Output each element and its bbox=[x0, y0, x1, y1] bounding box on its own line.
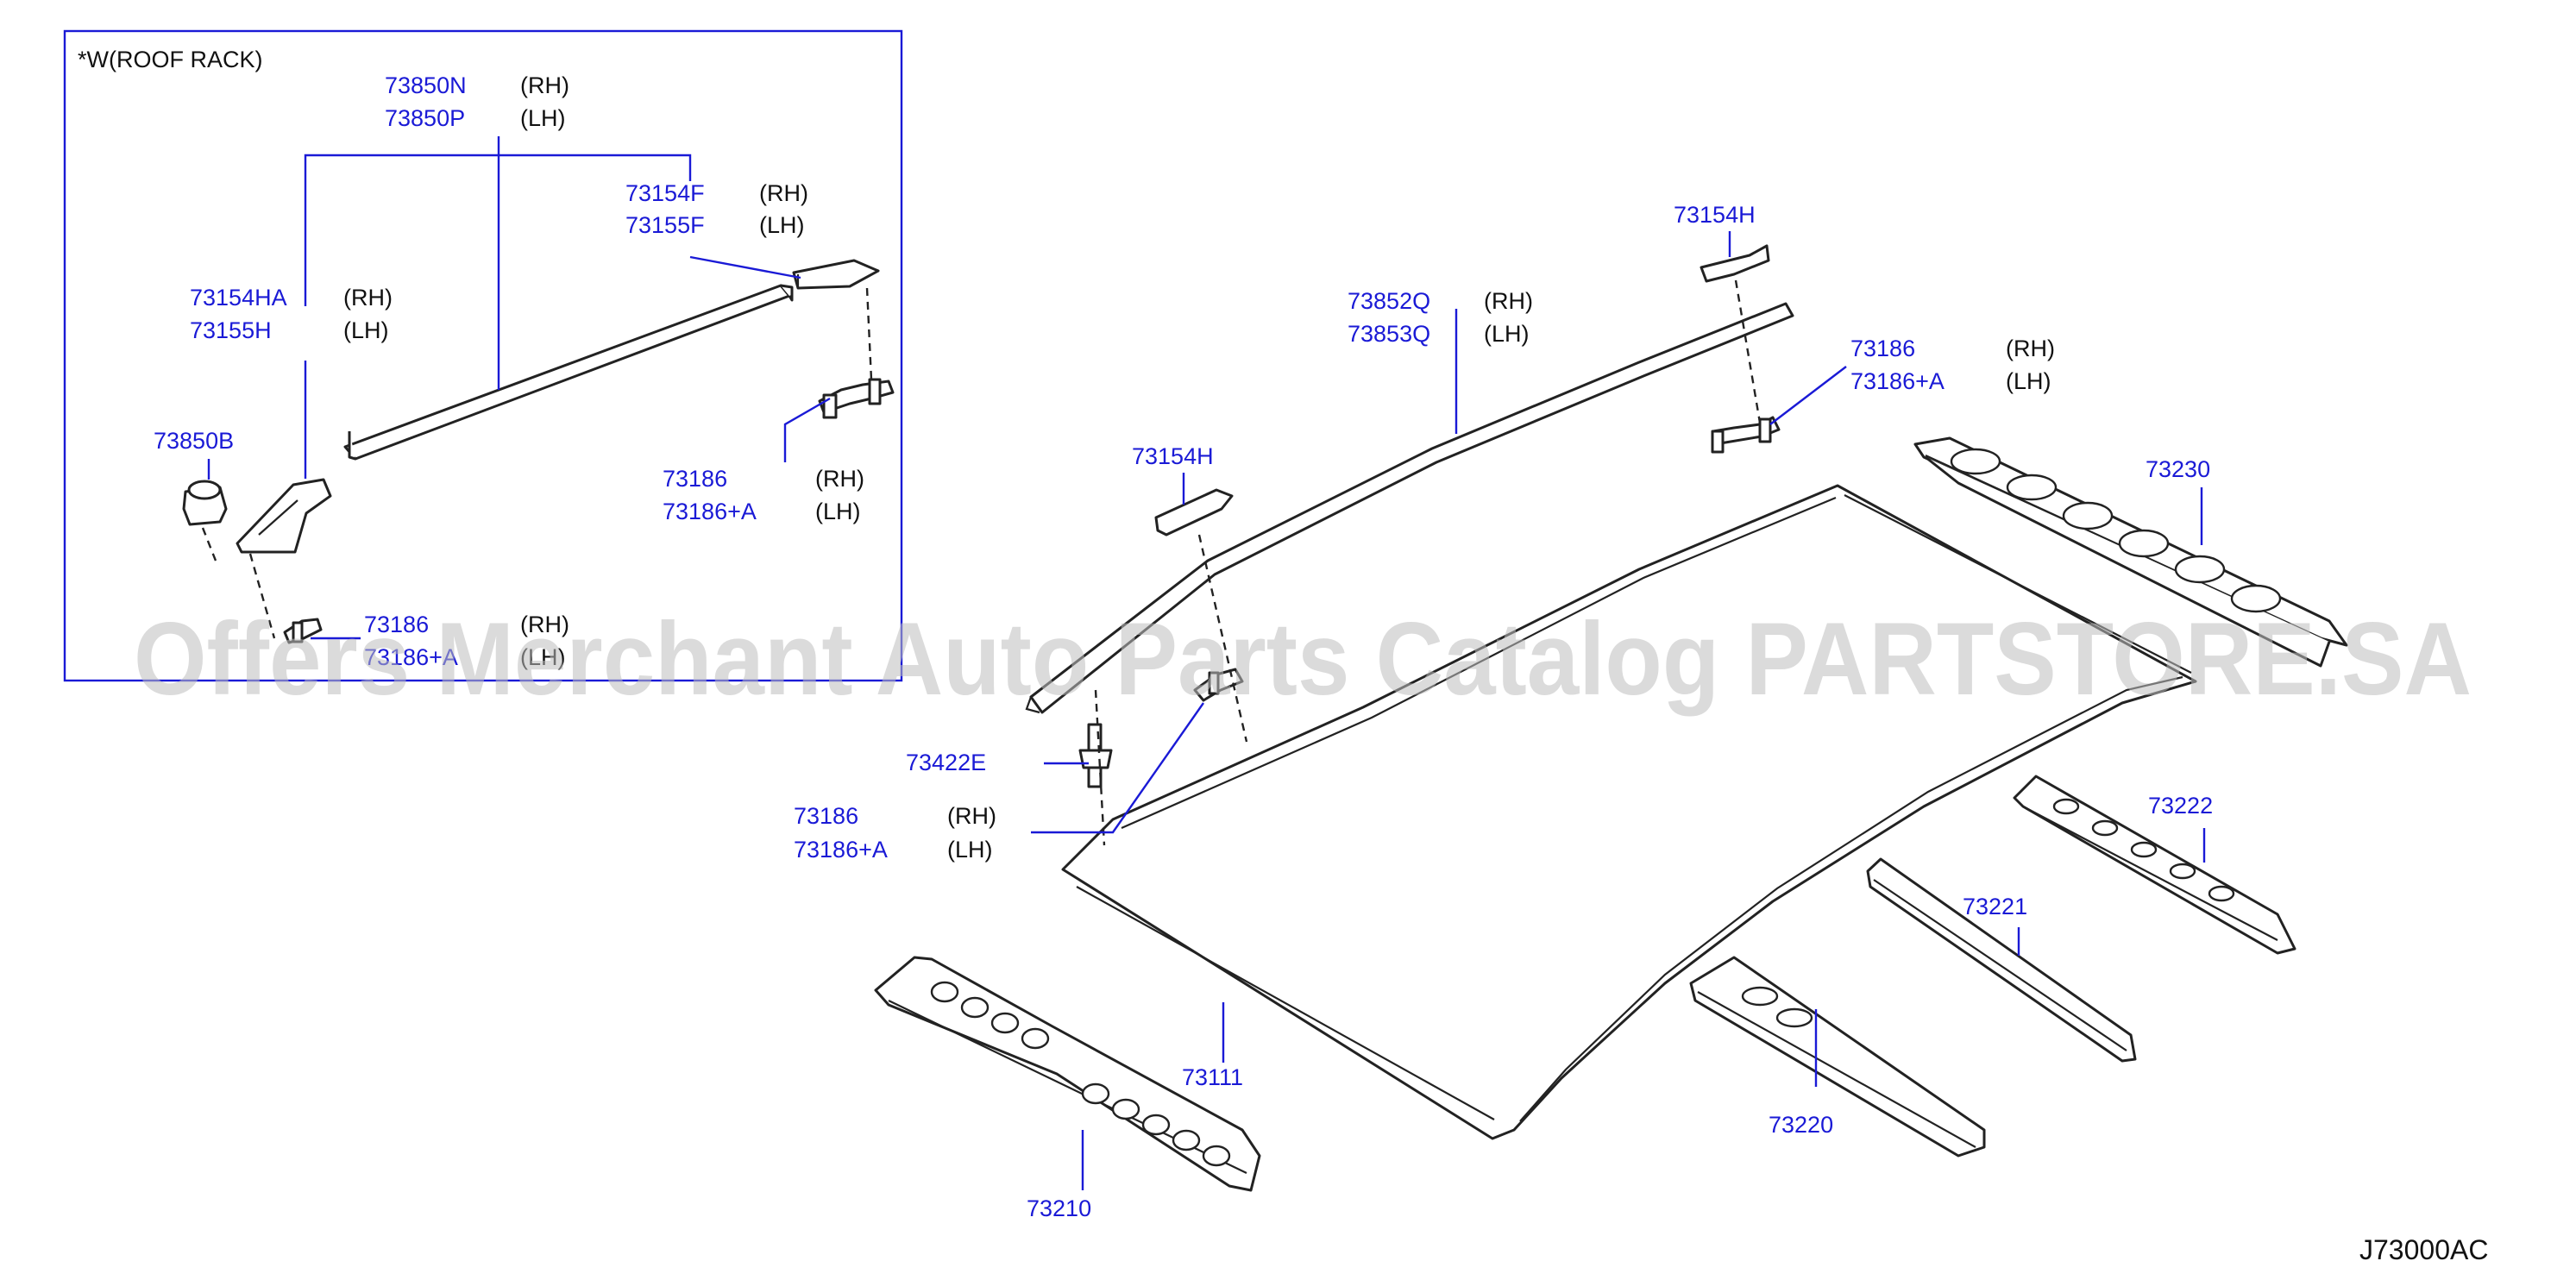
callout-inset-cover-f: 73154F (RH) 73155F (LH) bbox=[625, 180, 808, 238]
part-number[interactable]: 73850N bbox=[385, 72, 467, 98]
inset-end-cover-front bbox=[236, 478, 332, 554]
callout-clip-front: 73186 (RH) 73186+A (LH) bbox=[794, 803, 996, 863]
inset-dash-front bbox=[248, 553, 276, 639]
rear-bow-part bbox=[1913, 436, 2348, 668]
part-number[interactable]: 73853Q bbox=[1348, 321, 1430, 347]
part-number[interactable]: 73220 bbox=[1769, 1112, 1833, 1138]
part-number[interactable]: 73221 bbox=[1963, 894, 2027, 919]
callout-inset-clip-b: 73186 (RH) 73186+A (LH) bbox=[364, 612, 569, 670]
part-number[interactable]: 73111 bbox=[1182, 1064, 1243, 1090]
leader-clip-rear bbox=[1769, 366, 1847, 425]
part-number[interactable]: 73155F bbox=[625, 212, 705, 238]
callout-stud: 73422E bbox=[906, 750, 986, 775]
part-number[interactable]: 73154H bbox=[1674, 202, 1756, 228]
roof-panel-part bbox=[1061, 484, 2197, 1140]
callout-inset-rail: 73850N (RH) 73850P (LH) bbox=[385, 72, 569, 131]
part-number[interactable]: 73186 bbox=[1850, 336, 1915, 361]
callout-bow-1: 73220 bbox=[1769, 1112, 1833, 1138]
side-qualifier: (LH) bbox=[759, 212, 805, 238]
side-qualifier: (RH) bbox=[520, 612, 569, 637]
main-clip-front bbox=[1193, 668, 1244, 702]
part-number[interactable]: 73210 bbox=[1027, 1195, 1091, 1221]
part-number[interactable]: 73186+A bbox=[1850, 368, 1945, 394]
inset-title: *W(ROOF RACK) bbox=[78, 47, 262, 72]
part-number[interactable]: 73186+A bbox=[663, 499, 757, 524]
side-qualifier: (RH) bbox=[2006, 336, 2055, 361]
part-number[interactable]: 73155H bbox=[190, 317, 272, 343]
part-number[interactable]: 73154H bbox=[1132, 443, 1214, 469]
leader-inset-clip-a bbox=[783, 397, 831, 462]
part-number[interactable]: 73850B bbox=[154, 428, 234, 454]
roof-rail-part bbox=[343, 284, 794, 461]
leader-clip-front bbox=[1031, 702, 1204, 834]
part-number[interactable]: 73422E bbox=[906, 750, 986, 775]
side-qualifier: (LH) bbox=[947, 837, 993, 863]
front-rail-part bbox=[874, 956, 1261, 1192]
side-qualifier: (LH) bbox=[520, 105, 566, 131]
watermark-text: Offers Merchant Auto Parts Catalog PARTS… bbox=[134, 601, 2472, 717]
part-number[interactable]: 73154HA bbox=[190, 285, 287, 311]
leader-inset-cover-f bbox=[689, 255, 801, 279]
main-clip-rear bbox=[1711, 416, 1781, 454]
roof-bow-1-part bbox=[1689, 956, 1986, 1158]
side-qualifier: (RH) bbox=[520, 72, 569, 98]
callout-inset-clip-a: 73186 (RH) 73186+A (LH) bbox=[663, 466, 864, 524]
part-number[interactable]: 73186 bbox=[364, 612, 429, 637]
side-qualifier: (RH) bbox=[815, 466, 864, 492]
inset-clip-front bbox=[283, 618, 323, 644]
part-number[interactable]: 73186+A bbox=[794, 837, 888, 863]
callout-rear-bow: 73230 bbox=[2146, 456, 2210, 482]
inset-dash-nut bbox=[201, 527, 217, 562]
main-dash-stud bbox=[1094, 689, 1106, 846]
part-number[interactable]: 73186+A bbox=[364, 644, 458, 670]
callout-inset-cover-ha: 73154HA (RH) 73155H (LH) bbox=[190, 285, 393, 343]
part-number[interactable]: 73852Q bbox=[1348, 288, 1430, 314]
side-qualifier: (RH) bbox=[947, 803, 996, 829]
callout-bow-2: 73221 bbox=[1963, 894, 2027, 919]
callout-clip-rear: 73186 (RH) 73186+A (LH) bbox=[1850, 336, 2055, 394]
callout-cover-rear: 73154H bbox=[1674, 202, 1756, 228]
side-qualifier: (LH) bbox=[1484, 321, 1530, 347]
main-dash-rear bbox=[1734, 279, 1762, 424]
side-qualifier: (LH) bbox=[520, 644, 566, 670]
inset-clip-rear bbox=[818, 378, 895, 419]
leader-inset-bracket bbox=[304, 154, 692, 306]
part-number[interactable]: 73222 bbox=[2148, 793, 2213, 819]
callout-molding: 73852Q (RH) 73853Q (LH) bbox=[1348, 288, 1533, 347]
main-end-cover-front bbox=[1154, 488, 1234, 536]
stud-part bbox=[1078, 723, 1113, 788]
part-number[interactable]: 73186 bbox=[663, 466, 727, 492]
roof-bow-2-part bbox=[1866, 857, 2137, 1063]
callout-inset-nut: 73850B bbox=[154, 428, 234, 454]
side-qualifier: (RH) bbox=[343, 285, 393, 311]
callout-roof-panel: 73111 bbox=[1182, 1064, 1243, 1090]
inset-end-cover-rear bbox=[792, 259, 880, 290]
side-qualifier: (LH) bbox=[815, 499, 861, 524]
callout-cover-front: 73154H bbox=[1132, 443, 1214, 469]
main-end-cover-rear bbox=[1700, 244, 1770, 283]
diagram-code: J73000AC bbox=[2359, 1234, 2488, 1265]
callout-front-rail: 73210 bbox=[1027, 1195, 1091, 1221]
part-number[interactable]: 73154F bbox=[625, 180, 705, 206]
part-number[interactable]: 73186 bbox=[794, 803, 858, 829]
part-number[interactable]: 73850P bbox=[385, 105, 465, 131]
inset-dash-rear bbox=[865, 287, 873, 380]
side-qualifier: (LH) bbox=[2006, 368, 2051, 394]
roof-bow-3-part bbox=[2013, 775, 2296, 955]
roof-rack-inset-frame bbox=[63, 29, 903, 682]
side-qualifier: (RH) bbox=[759, 180, 808, 206]
part-number[interactable]: 73230 bbox=[2146, 456, 2210, 482]
roof-molding-part bbox=[1025, 302, 1794, 714]
callout-bow-3: 73222 bbox=[2148, 793, 2213, 819]
side-qualifier: (RH) bbox=[1484, 288, 1533, 314]
inset-nut-part bbox=[182, 480, 228, 526]
side-qualifier: (LH) bbox=[343, 317, 389, 343]
